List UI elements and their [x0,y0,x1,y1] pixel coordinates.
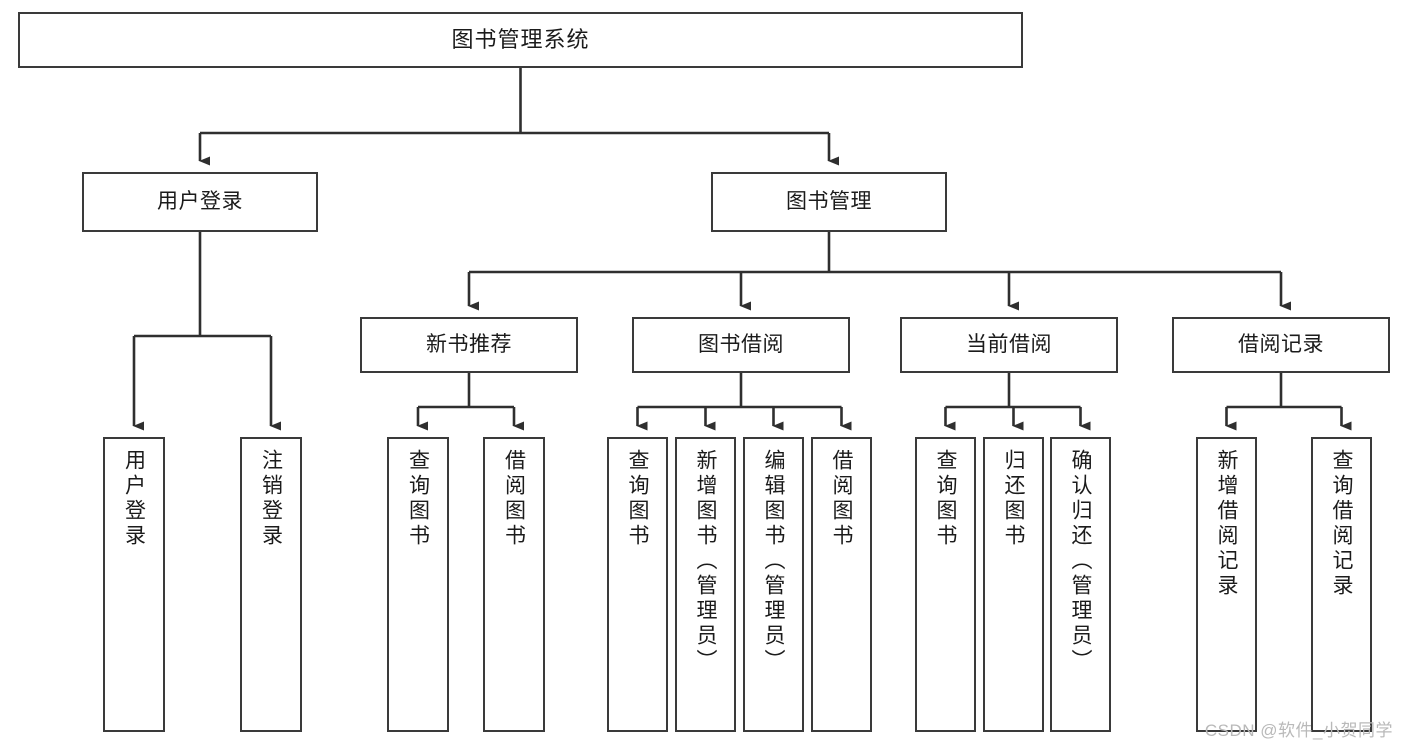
node-label: 新增借阅记录 [1215,449,1238,599]
node-leaf-edit-book-admin[interactable]: 编辑图书（管理员） [743,437,804,732]
node-user-login[interactable]: 用户登录 [82,172,318,232]
node-label: 编辑图书（管理员） [762,449,785,674]
node-label: 查询图书 [934,449,957,549]
node-label: 图书管理系统 [451,27,590,53]
node-leaf-borrow-book-1[interactable]: 借阅图书 [483,437,545,732]
node-label: 新增图书（管理员） [694,449,717,674]
node-leaf-query-book-1[interactable]: 查询图书 [387,437,449,732]
node-label: 借阅图书 [502,449,526,549]
node-label: 用户登录 [122,449,146,549]
node-leaf-query-book-2[interactable]: 查询图书 [607,437,668,732]
node-label: 查询借阅记录 [1330,449,1353,599]
node-label: 图书借阅 [698,332,784,356]
node-label: 图书管理 [786,189,872,213]
node-leaf-borrow-book-2[interactable]: 借阅图书 [811,437,872,732]
node-book-borrow[interactable]: 图书借阅 [632,317,850,373]
node-leaf-query-book-3[interactable]: 查询图书 [915,437,976,732]
node-leaf-return-book[interactable]: 归还图书 [983,437,1044,732]
node-label: 新书推荐 [426,332,512,356]
node-leaf-confirm-return-admin[interactable]: 确认归还（管理员） [1050,437,1111,732]
node-label: 查询图书 [626,449,649,549]
watermark-text: CSDN @软件_小贺同学 [1204,721,1393,740]
node-new-book-recommend[interactable]: 新书推荐 [360,317,578,373]
node-label: 注销登录 [259,449,283,549]
node-leaf-logout-login[interactable]: 注销登录 [240,437,302,732]
node-borrow-record[interactable]: 借阅记录 [1172,317,1390,373]
node-label: 借阅记录 [1238,332,1324,356]
node-root[interactable]: 图书管理系统 [18,12,1023,68]
node-label: 用户登录 [157,189,243,213]
node-label: 归还图书 [1002,449,1025,549]
node-leaf-add-book-admin[interactable]: 新增图书（管理员） [675,437,736,732]
node-leaf-query-borrow-record[interactable]: 查询借阅记录 [1311,437,1372,732]
node-label: 借阅图书 [830,449,853,549]
node-current-borrow[interactable]: 当前借阅 [900,317,1118,373]
node-book-management[interactable]: 图书管理 [711,172,947,232]
node-label: 当前借阅 [966,332,1052,356]
node-label: 确认归还（管理员） [1069,449,1092,674]
node-leaf-user-login[interactable]: 用户登录 [103,437,165,732]
node-label: 查询图书 [406,449,430,549]
node-leaf-add-borrow-record[interactable]: 新增借阅记录 [1196,437,1257,732]
